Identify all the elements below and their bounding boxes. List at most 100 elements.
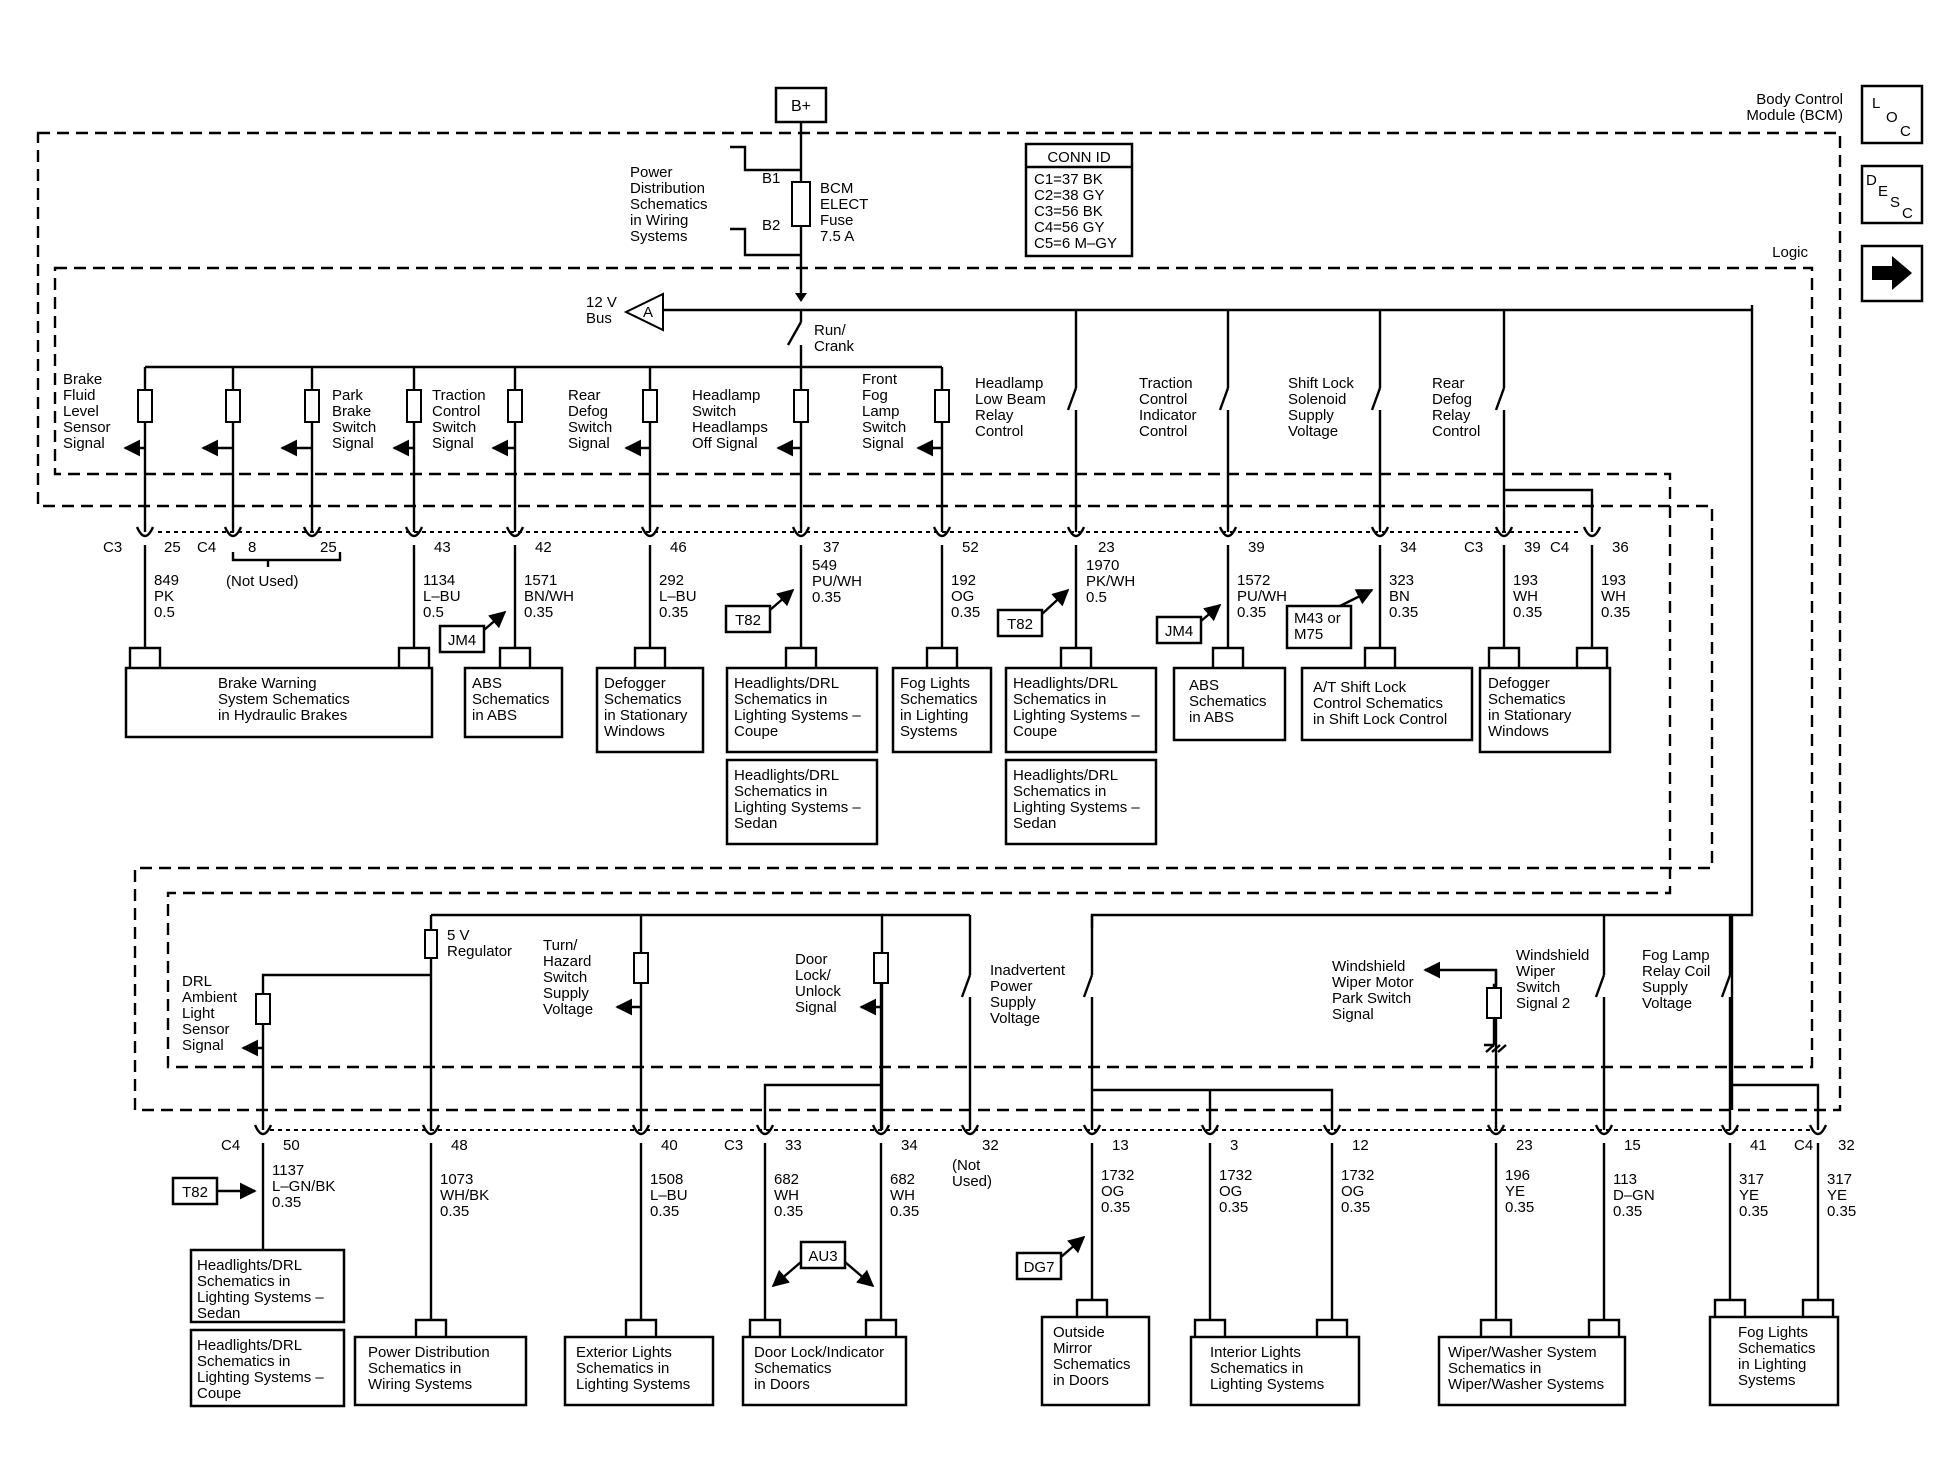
svg-text:Supply: Supply bbox=[1642, 979, 1688, 996]
dest-headlights-coupe-2[interactable]: Headlights/DRL Schematics in Lighting Sy… bbox=[1004, 666, 1158, 754]
svg-text:Rear: Rear bbox=[1432, 375, 1465, 392]
svg-text:Signal 2: Signal 2 bbox=[1516, 995, 1570, 1012]
input-front-fog: Front Fog Lamp Switch Signal bbox=[862, 367, 950, 532]
logic-label: Logic bbox=[1772, 244, 1808, 261]
svg-text:41: 41 bbox=[1750, 1137, 1767, 1154]
svg-text:193: 193 bbox=[1601, 572, 1626, 589]
svg-text:in Wiring: in Wiring bbox=[630, 212, 688, 229]
svg-text:T82: T82 bbox=[182, 1184, 208, 1201]
svg-text:WH: WH bbox=[1601, 588, 1626, 605]
input-traction-2 bbox=[491, 367, 523, 532]
svg-text:Control Schematics: Control Schematics bbox=[1313, 695, 1443, 712]
dest-headlights-sedan-lower[interactable]: Headlights/DRL Schematics in Lighting Sy… bbox=[189, 1248, 346, 1324]
desc-icon[interactable]: D E S C bbox=[1860, 164, 1924, 225]
svg-text:Signal: Signal bbox=[568, 435, 610, 452]
dest-headlights-coupe-1[interactable]: Headlights/DRL Schematics in Lighting Sy… bbox=[725, 666, 879, 754]
svg-text:Headlights/DRL: Headlights/DRL bbox=[1013, 675, 1118, 692]
svg-text:S: S bbox=[1890, 194, 1900, 211]
svg-text:YE: YE bbox=[1739, 1187, 1759, 1204]
svg-text:7.5 A: 7.5 A bbox=[820, 228, 854, 245]
svg-text:B1: B1 bbox=[762, 170, 780, 187]
svg-text:Run/: Run/ bbox=[814, 322, 847, 339]
svg-text:0.35: 0.35 bbox=[1513, 604, 1542, 621]
arrow-right-icon[interactable] bbox=[1860, 244, 1924, 303]
svg-text:Voltage: Voltage bbox=[1288, 423, 1338, 440]
svg-text:M43 or: M43 or bbox=[1294, 610, 1341, 627]
pds-label: Power Distribution Schematics in Wiring … bbox=[630, 164, 708, 245]
input-brake-fluid: Brake Fluid Level Sensor Signal bbox=[63, 367, 153, 532]
input-headlamp: Headlamp Switch Headlamps Off Signal bbox=[692, 367, 809, 532]
svg-text:5 V: 5 V bbox=[447, 927, 470, 944]
svg-text:Park Switch: Park Switch bbox=[1332, 990, 1411, 1007]
svg-text:Headlights/DRL: Headlights/DRL bbox=[734, 767, 839, 784]
svg-text:52: 52 bbox=[962, 539, 979, 556]
option-m43: M43 or M75 bbox=[1285, 588, 1374, 650]
dest-defogger-2[interactable]: Defogger Schematics in Stationary Window… bbox=[1478, 666, 1612, 754]
svg-text:Schematics in: Schematics in bbox=[1448, 1360, 1541, 1377]
fuse-label: BCM ELECT Fuse 7.5 A bbox=[820, 180, 868, 245]
svg-text:WH: WH bbox=[774, 1187, 799, 1204]
svg-text:Defog: Defog bbox=[1432, 391, 1472, 408]
svg-text:OG: OG bbox=[951, 588, 974, 605]
svg-text:Switch: Switch bbox=[332, 419, 376, 436]
svg-text:Signal: Signal bbox=[432, 435, 474, 452]
svg-text:Wiper Motor: Wiper Motor bbox=[1332, 974, 1414, 991]
svg-text:Mirror: Mirror bbox=[1053, 1340, 1092, 1357]
svg-text:25: 25 bbox=[320, 539, 337, 556]
svg-text:0.35: 0.35 bbox=[1601, 604, 1630, 621]
svg-text:Door Lock/Indicator: Door Lock/Indicator bbox=[754, 1344, 884, 1361]
option-t82-upper-2: T82 bbox=[996, 588, 1070, 638]
dest-shift-lock[interactable]: A/T Shift Lock Control Schematics in Shi… bbox=[1300, 666, 1474, 742]
dest-door-lock[interactable]: Door Lock/Indicator Schematics in Doors bbox=[741, 1335, 908, 1407]
dest-headlights-sedan-2[interactable]: Headlights/DRL Schematics in Lighting Sy… bbox=[1004, 758, 1158, 846]
svg-text:32: 32 bbox=[982, 1137, 999, 1154]
svg-text:Ambient: Ambient bbox=[182, 989, 238, 1006]
svg-text:1732: 1732 bbox=[1101, 1167, 1134, 1184]
svg-text:Lighting Systems –: Lighting Systems – bbox=[734, 799, 861, 816]
svg-text:1732: 1732 bbox=[1341, 1167, 1374, 1184]
svg-text:Fog: Fog bbox=[862, 387, 888, 404]
upper-stubs bbox=[128, 646, 1609, 668]
dest-headlights-coupe-lower[interactable]: Headlights/DRL Schematics in Lighting Sy… bbox=[189, 1328, 346, 1408]
input-rear-defog: Rear Defog Switch Signal bbox=[568, 367, 658, 532]
svg-text:Headlights/DRL: Headlights/DRL bbox=[197, 1337, 302, 1354]
dest-wiper-washer[interactable]: Wiper/Washer System Schematics in Wiper/… bbox=[1437, 1335, 1627, 1407]
svg-text:0.35: 0.35 bbox=[659, 604, 688, 621]
svg-text:Rear: Rear bbox=[568, 387, 601, 404]
dest-fog-lights-lower[interactable]: Fog Lights Schematics in Lighting System… bbox=[1708, 1315, 1840, 1407]
svg-text:Voltage: Voltage bbox=[990, 1010, 1040, 1027]
option-au3: AU3 bbox=[771, 1240, 875, 1288]
output-rear-defog-relay: Rear Defog Relay Control bbox=[1432, 310, 1594, 532]
dest-fog-lights-1[interactable]: Fog Lights Schematics in Lighting System… bbox=[891, 666, 993, 754]
loc-icon[interactable]: L O C bbox=[1860, 84, 1924, 145]
svg-text:Inadvertent: Inadvertent bbox=[990, 962, 1066, 979]
svg-text:Headlamps: Headlamps bbox=[692, 419, 768, 436]
svg-text:0.35: 0.35 bbox=[951, 604, 980, 621]
dest-defogger-1[interactable]: Defogger Schematics in Stationary Window… bbox=[595, 666, 705, 754]
svg-text:682: 682 bbox=[774, 1171, 799, 1188]
svg-text:ABS: ABS bbox=[1189, 677, 1219, 694]
svg-text:YE: YE bbox=[1827, 1187, 1847, 1204]
option-t82-lower: T82 bbox=[171, 1176, 257, 1206]
svg-text:39: 39 bbox=[1524, 539, 1541, 556]
svg-text:BN: BN bbox=[1389, 588, 1410, 605]
svg-text:Control: Control bbox=[975, 423, 1023, 440]
dest-power-distribution[interactable]: Power Distribution Schematics in Wiring … bbox=[353, 1335, 528, 1407]
dest-abs-1[interactable]: ABS Schematics in ABS bbox=[463, 666, 564, 739]
output-not-used-32 bbox=[960, 928, 972, 1130]
svg-text:(Not: (Not bbox=[952, 1157, 981, 1174]
dest-abs-2[interactable]: ABS Schematics in ABS bbox=[1172, 666, 1287, 742]
svg-text:C5=6 M–GY: C5=6 M–GY bbox=[1034, 235, 1117, 252]
dest-headlights-sedan-1[interactable]: Headlights/DRL Schematics in Lighting Sy… bbox=[725, 758, 879, 846]
svg-text:Schematics: Schematics bbox=[900, 691, 978, 708]
svg-text:0.35: 0.35 bbox=[1237, 604, 1266, 621]
svg-text:in Lighting: in Lighting bbox=[900, 707, 968, 724]
dest-brake-warning[interactable]: Brake Warning System Schematics in Hydra… bbox=[124, 666, 434, 739]
dest-exterior-lights[interactable]: Exterior Lights Schematics in Lighting S… bbox=[563, 1335, 715, 1407]
svg-text:Traction: Traction bbox=[432, 387, 486, 404]
dest-interior-lights[interactable]: Interior Lights Schematics in Lighting S… bbox=[1189, 1335, 1361, 1407]
svg-text:JM4: JM4 bbox=[448, 632, 476, 649]
dest-outside-mirror[interactable]: Outside Mirror Schematics in Doors bbox=[1040, 1315, 1151, 1407]
svg-text:Wiring Systems: Wiring Systems bbox=[368, 1376, 472, 1393]
svg-text:1073: 1073 bbox=[440, 1171, 473, 1188]
